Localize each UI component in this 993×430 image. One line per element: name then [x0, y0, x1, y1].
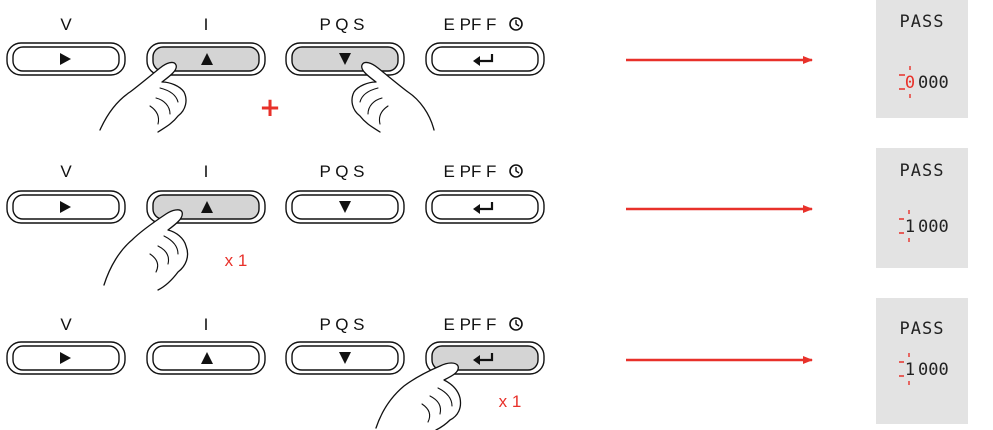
- v-button[interactable]: [6, 341, 126, 375]
- i-button[interactable]: [146, 341, 266, 375]
- up-triangle-icon: [201, 53, 213, 65]
- button-label-pqs: P Q S: [319, 15, 364, 34]
- hand-icon: [103, 209, 189, 291]
- enter-return-icon: [473, 54, 494, 66]
- down-triangle-icon: [339, 201, 351, 213]
- clock-icon: [509, 164, 523, 178]
- step-2: V I P Q S E PF F: [6, 148, 968, 291]
- play-icon: [60, 352, 71, 364]
- blink-indicator-icon: 1: [899, 210, 915, 242]
- blinking-digit: 1: [905, 217, 915, 237]
- step-3: V I P Q S E PF F: [6, 298, 968, 430]
- up-triangle-icon: [201, 352, 213, 364]
- display-title: PASS: [900, 319, 945, 339]
- lcd-display: PASS 0 000: [876, 0, 968, 118]
- blinking-digit: 1: [905, 360, 915, 380]
- pqs-button[interactable]: [285, 341, 405, 375]
- button-label-v: V: [60, 15, 72, 34]
- pqs-button[interactable]: [285, 42, 405, 76]
- pqs-button[interactable]: [285, 190, 405, 224]
- blink-indicator-icon: 1: [899, 353, 915, 385]
- lcd-display: PASS 1 000: [876, 148, 968, 268]
- clock-icon: [509, 317, 523, 331]
- epff-button[interactable]: [425, 42, 545, 76]
- play-icon: [60, 201, 71, 213]
- button-label-i: I: [204, 315, 209, 334]
- step-1: V I P Q S E PF F: [6, 0, 968, 133]
- button-label-epff: E PF F: [444, 162, 497, 181]
- i-button[interactable]: [146, 42, 266, 76]
- down-triangle-icon: [339, 53, 351, 65]
- display-digits: 000: [918, 217, 949, 237]
- repeat-label: x 1: [499, 392, 522, 411]
- button-label-pqs: P Q S: [319, 315, 364, 334]
- button-label-i: I: [204, 15, 209, 34]
- repeat-label: x 1: [225, 251, 248, 270]
- epff-button[interactable]: [425, 190, 545, 224]
- hand-icon: [99, 61, 187, 133]
- lcd-display: PASS 1 000: [876, 298, 968, 424]
- button-label-v: V: [60, 315, 72, 334]
- display-title: PASS: [900, 12, 945, 32]
- button-label-v: V: [60, 162, 72, 181]
- combine-symbol: +: [259, 93, 281, 123]
- enter-return-icon: [473, 202, 494, 214]
- play-icon: [60, 53, 71, 65]
- button-label-pqs: P Q S: [319, 162, 364, 181]
- display-digits: 000: [918, 360, 949, 380]
- blink-indicator-icon: 0: [899, 66, 915, 98]
- button-label-epff: E PF F: [444, 15, 497, 34]
- enter-return-icon: [473, 353, 494, 365]
- v-button[interactable]: [6, 42, 126, 76]
- button-label-i: I: [204, 162, 209, 181]
- down-triangle-icon: [339, 352, 351, 364]
- hand-icon: [375, 362, 462, 430]
- blinking-digit: 0: [905, 73, 915, 93]
- display-title: PASS: [900, 161, 945, 181]
- display-digits: 000: [918, 73, 949, 93]
- clock-icon: [509, 17, 523, 31]
- v-button[interactable]: [6, 190, 126, 224]
- up-triangle-icon: [201, 201, 213, 213]
- hand-icon: [351, 61, 435, 133]
- button-label-epff: E PF F: [444, 315, 497, 334]
